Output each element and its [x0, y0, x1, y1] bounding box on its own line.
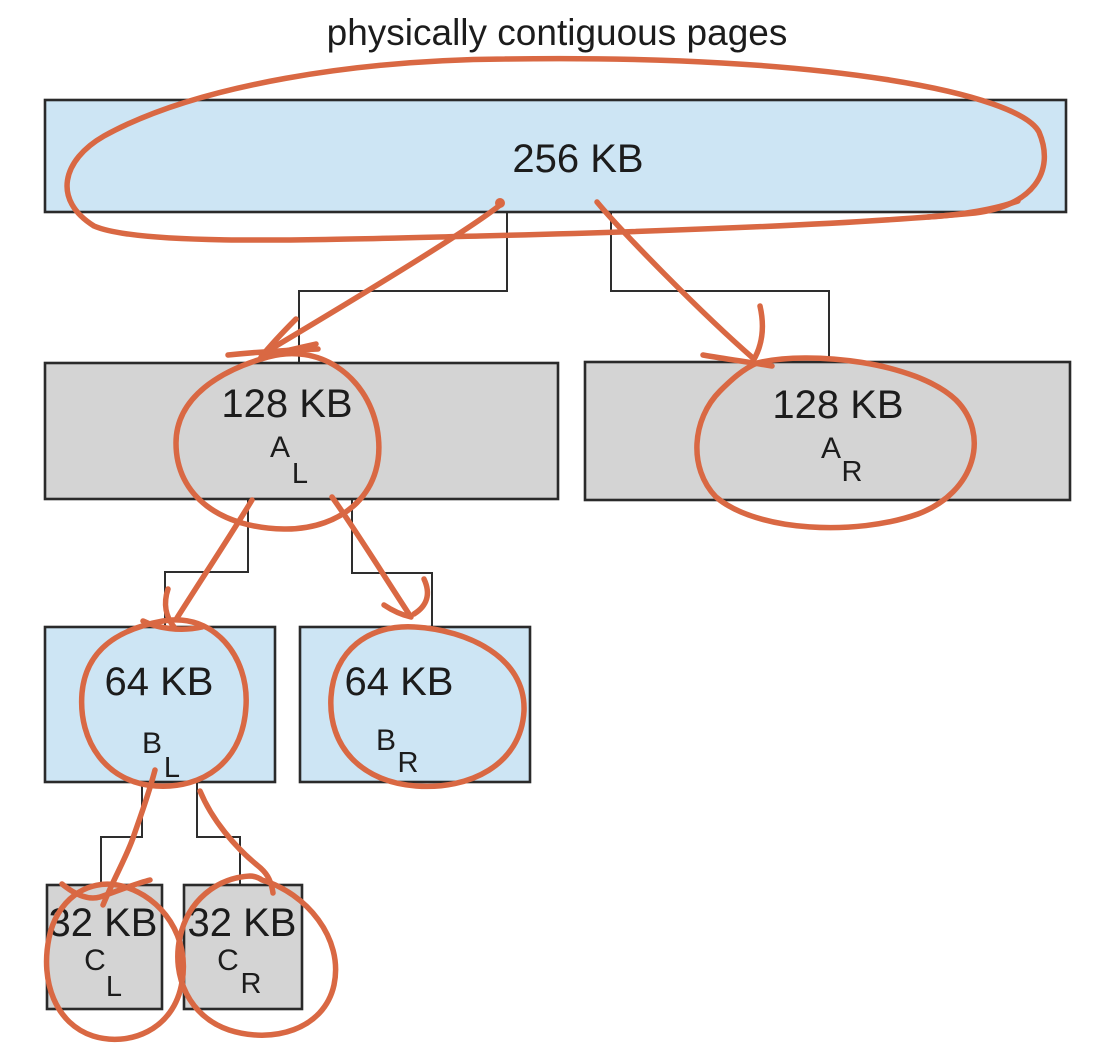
block-256kb	[43, 98, 1068, 214]
label-64kb-br-letter: B	[376, 724, 396, 757]
label-128kb-al-letter: A	[270, 431, 290, 464]
connector-root-to-al	[298, 212, 508, 364]
connector-al-to-br	[351, 498, 433, 628]
annotation-arrow-al-to-bl-shaft-icon	[174, 497, 255, 621]
annotation-circle-al-icon	[173, 350, 382, 532]
hand-annotations	[43, 55, 1047, 1042]
label-64kb-br-size: 64 KB	[345, 660, 454, 704]
connector-al-to-bl	[164, 498, 249, 628]
annotation-arrow-al-to-bl-head-icon	[162, 586, 177, 630]
label-128kb-al-sub: L	[292, 458, 308, 490]
connector-root-to-ar	[610, 212, 830, 363]
label-32kb-cr-letter: C	[217, 944, 239, 977]
connector-bl-to-cr	[196, 781, 241, 886]
annotation-arrow-al-to-br-tick-icon	[381, 602, 414, 620]
annotation-circle-br-icon	[328, 624, 527, 790]
label-32kb-cr-size: 32 KB	[188, 901, 297, 945]
annotation-circle-bl-icon	[78, 617, 249, 789]
annotation-arrow-256-to-al-shaft-icon	[263, 202, 503, 355]
label-128kb-ar-size: 128 KB	[772, 383, 903, 427]
annotation-loop-256kb-tail-icon	[925, 198, 1021, 220]
annotation-arrow-al-to-br-shaft-icon	[329, 494, 412, 617]
block-labels: physically contiguous pages 256 KB 128 K…	[49, 12, 904, 1003]
label-32kb-cl-size: 32 KB	[49, 901, 158, 945]
annotation-circle-cr-icon	[175, 873, 339, 1038]
annotation-arrow-256-to-ar-tick-icon	[700, 352, 775, 369]
block-128kb-ar	[583, 360, 1072, 502]
label-64kb-bl-size: 64 KB	[105, 660, 214, 704]
annotation-arrow-al-to-br-head-icon	[411, 576, 431, 617]
diagram-title: physically contiguous pages	[327, 12, 788, 53]
label-32kb-cl-sub: L	[106, 971, 122, 1003]
tree-connectors	[100, 212, 830, 886]
label-128kb-al-size: 128 KB	[221, 382, 352, 426]
label-32kb-cl-letter: C	[84, 944, 106, 977]
label-64kb-br-sub: R	[398, 747, 419, 779]
label-256kb: 256 KB	[512, 137, 643, 181]
annotation-arrow-256-to-al-tick-icon	[225, 346, 321, 358]
block-32kb-cr	[182, 883, 304, 1011]
label-64kb-bl-sub: L	[164, 752, 180, 784]
block-128kb-al	[43, 361, 560, 501]
annotation-arrow-256-to-ar-head-icon	[750, 303, 766, 364]
label-128kb-ar-sub: R	[842, 456, 863, 488]
label-32kb-cr-sub: R	[241, 968, 262, 1000]
label-64kb-bl-letter: B	[142, 727, 162, 760]
annotation-circle-ar-icon	[694, 355, 977, 531]
annotation-arrow-256-to-ar-shaft-icon	[594, 199, 757, 362]
label-128kb-ar-letter: A	[821, 432, 841, 465]
annotation-loop-256kb-icon	[64, 55, 1047, 243]
